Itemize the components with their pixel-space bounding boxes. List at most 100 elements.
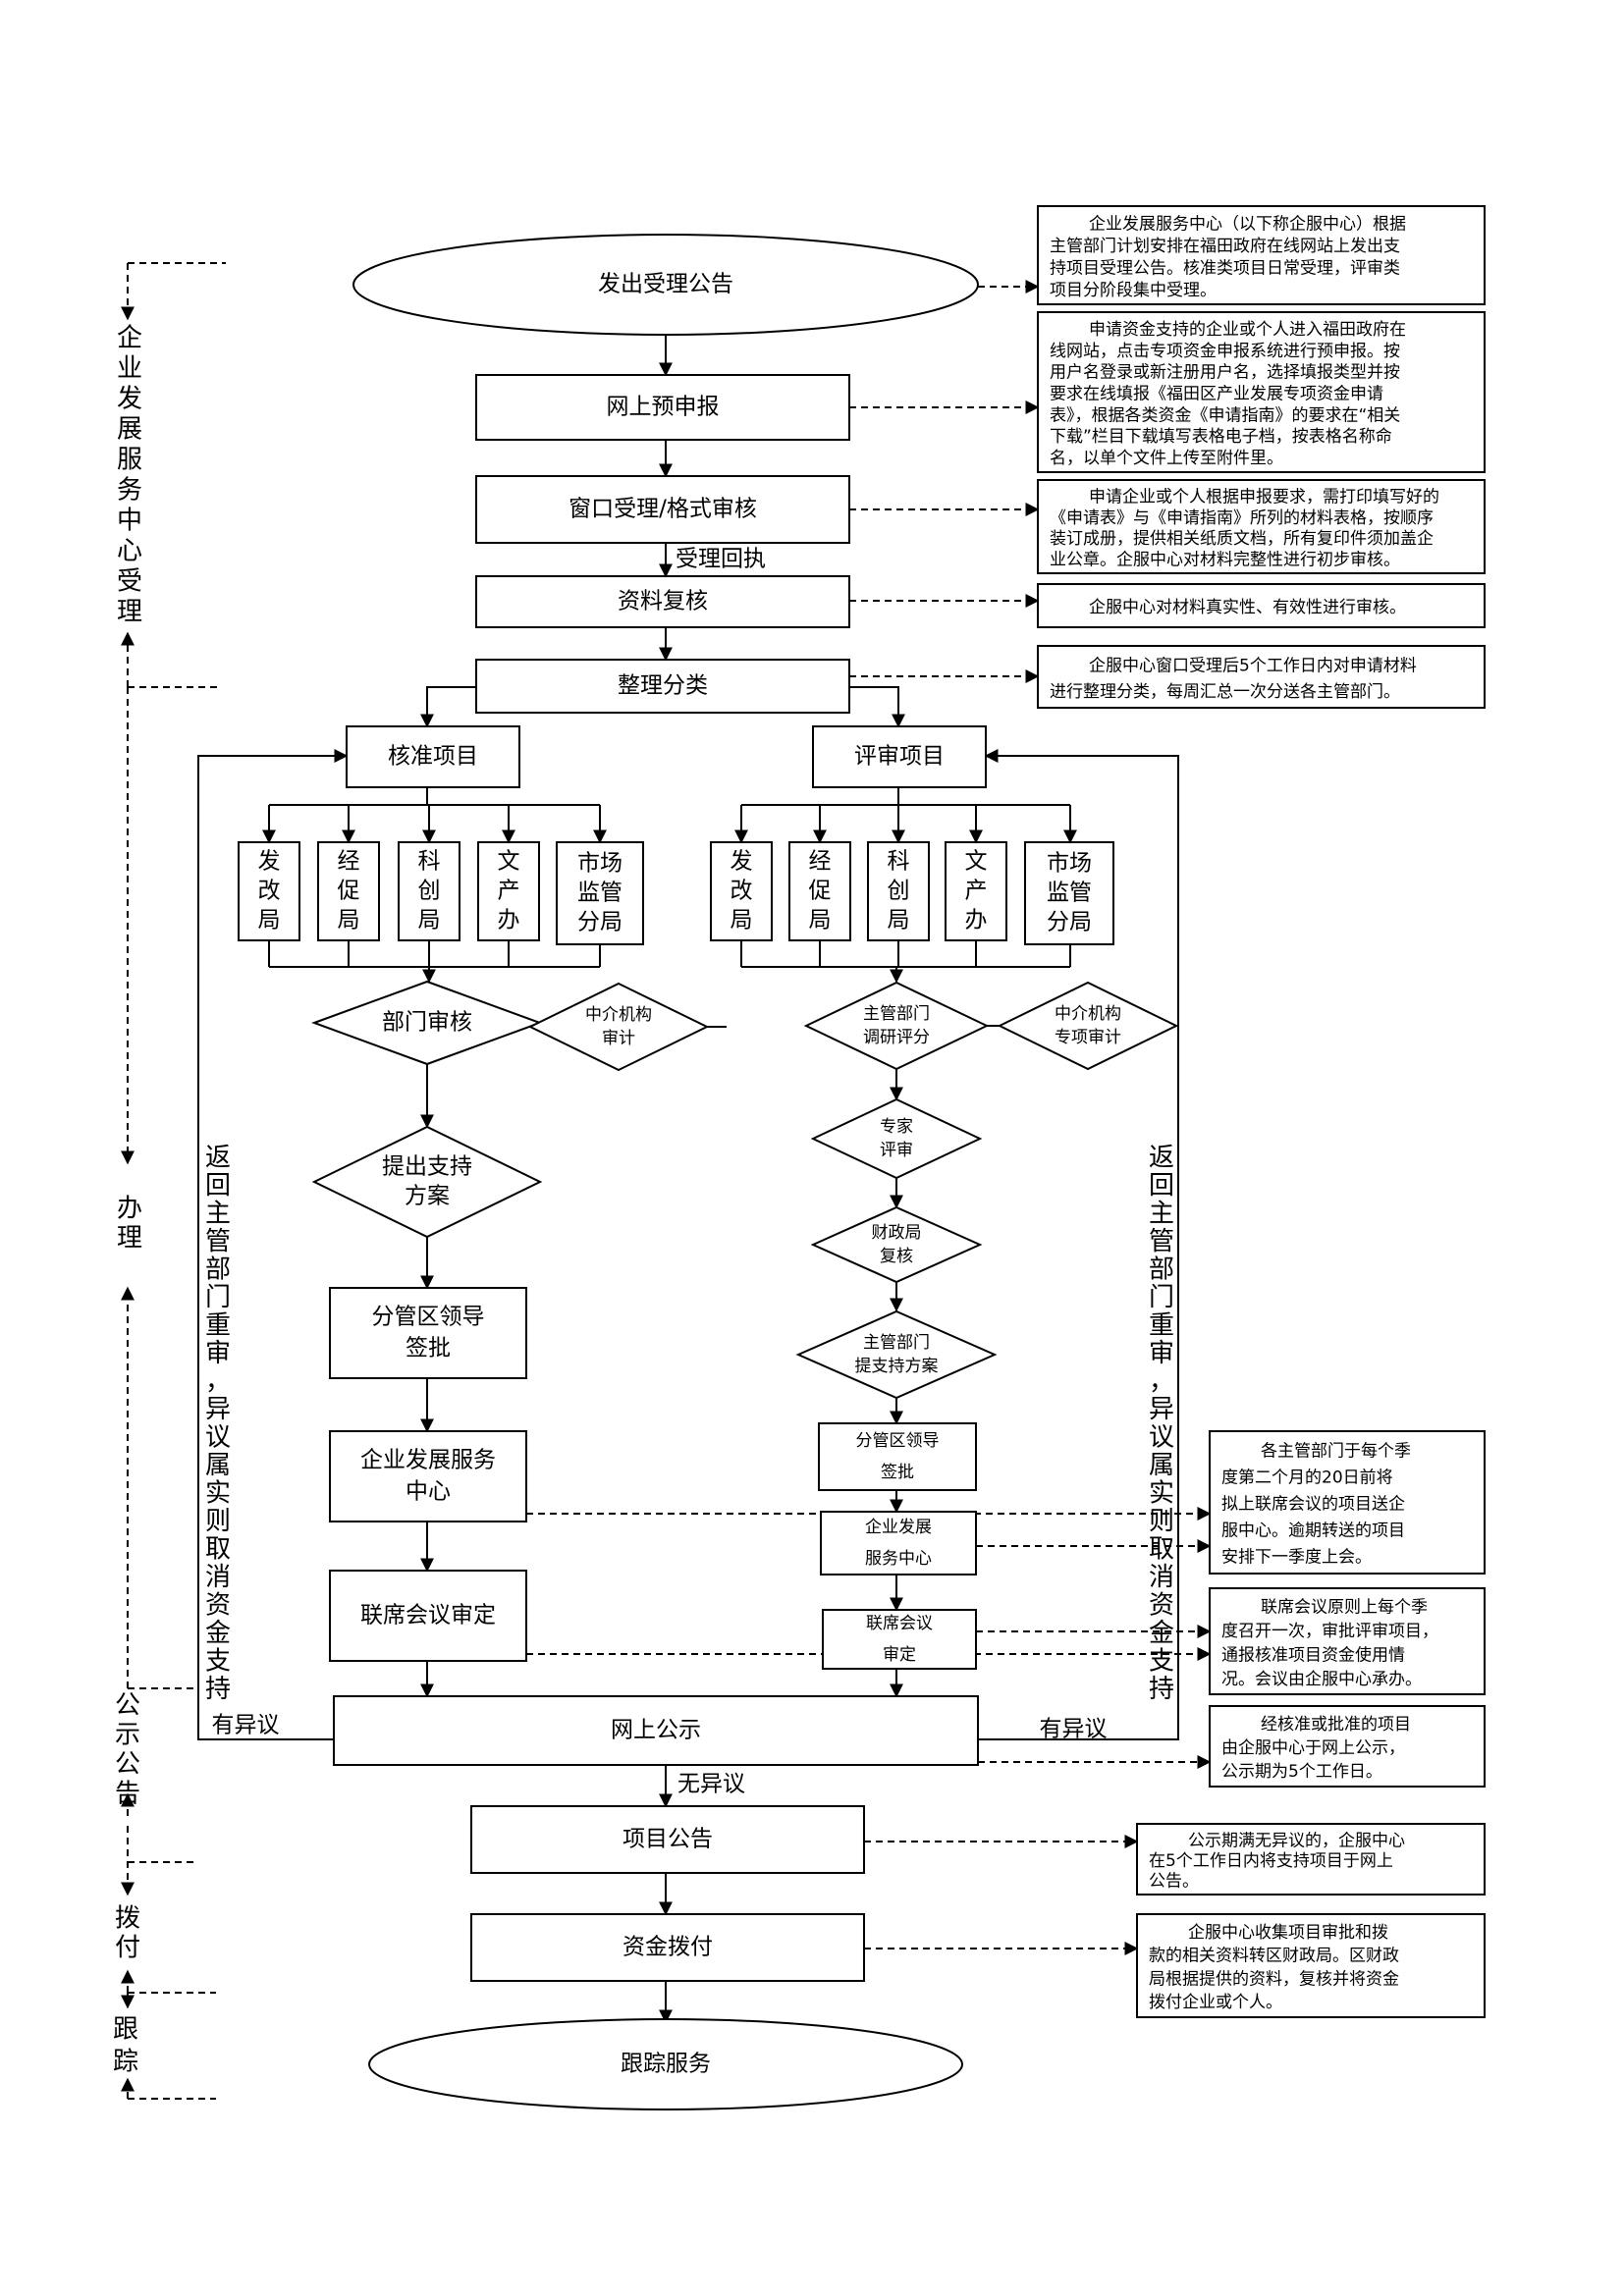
expert-review-diamond-label-line-0: 专家 bbox=[880, 1117, 913, 1137]
phase-accept-char-8: 受 bbox=[117, 567, 142, 597]
prereport-box-label: 网上预申报 bbox=[607, 395, 720, 420]
return-text-left-char-18: 支 bbox=[205, 1647, 231, 1677]
note-box-6 bbox=[1209, 1587, 1486, 1695]
note-box-4-line-1: 进行整理分类，每周汇总一次分送各主管部门。 bbox=[1050, 682, 1400, 702]
return-text-right-char-5: 门 bbox=[1149, 1283, 1174, 1312]
return-text-left-char-14: 取 bbox=[205, 1535, 231, 1565]
propose-plan-diamond-label-line-0: 提出支持 bbox=[382, 1154, 472, 1180]
phase-handle-char-1: 理 bbox=[117, 1224, 142, 1254]
right-dept-kechuang-label-line-1: 创 bbox=[888, 879, 910, 904]
left-dept-kechuang-label-line-0: 科 bbox=[418, 849, 441, 875]
finance-review-diamond-label-line-1: 复核 bbox=[880, 1247, 913, 1266]
right-dept-shichang-label-line-2: 分局 bbox=[1047, 910, 1092, 935]
note-box-6-line-1: 度召开一次，审批评审项目， bbox=[1221, 1622, 1438, 1641]
objection-right-label: 有异议 bbox=[1040, 1717, 1108, 1742]
dept-review-diamond-label: 部门审核 bbox=[382, 1010, 472, 1036]
phase-accept-char-3: 展 bbox=[117, 415, 142, 445]
note-box-1 bbox=[1037, 311, 1486, 473]
return-text-right-char-7: 审 bbox=[1149, 1339, 1174, 1368]
return-text-left-char-5: 门 bbox=[205, 1283, 231, 1312]
note-box-2-line-2: 装订成册，提供相关纸质文档，所有复印件须加盖企 bbox=[1050, 529, 1434, 549]
left-dept-box-jingcu bbox=[317, 841, 380, 941]
note-box-6-line-3: 况。会议由企服中心承办。 bbox=[1221, 1670, 1422, 1689]
note-box-0-line-3: 项目分阶段集中受理。 bbox=[1050, 281, 1217, 300]
return-text-left-char-0: 返 bbox=[205, 1144, 231, 1173]
note-box-9-line-3: 拨付企业或个人。 bbox=[1149, 1993, 1282, 2012]
center-right-box-label-line-0: 企业发展 bbox=[865, 1518, 932, 1537]
return-text-left-char-9: 异 bbox=[205, 1395, 231, 1424]
return-loop-left bbox=[197, 749, 349, 1740]
return-text-right-char-10: 议 bbox=[1149, 1423, 1174, 1453]
return-text-right-char-14: 取 bbox=[1149, 1535, 1174, 1565]
main-dept-eval-diamond bbox=[803, 981, 990, 1071]
main-dept-plan-diamond-label-line-0: 主管部门 bbox=[863, 1333, 930, 1353]
publicity-box bbox=[333, 1695, 979, 1766]
funding-box bbox=[470, 1913, 865, 1982]
note-box-7-line-0: 经核准或批准的项目 bbox=[1261, 1715, 1411, 1735]
note-box-5-line-0: 各主管部门于每个季 bbox=[1261, 1442, 1411, 1462]
prereport-box bbox=[475, 374, 850, 441]
right-dept-box-wenchan bbox=[945, 841, 1007, 941]
right-dept-kechuang-label-line-0: 科 bbox=[888, 849, 910, 875]
left-dept-box-kechuang bbox=[398, 841, 460, 941]
note-box-3 bbox=[1037, 583, 1486, 628]
right-dept-jingcu-label-line-0: 经 bbox=[809, 849, 832, 875]
leader-sign-right-box bbox=[818, 1422, 977, 1491]
joint-meeting-left-box bbox=[329, 1570, 527, 1662]
note-box-8-line-2: 公告。 bbox=[1149, 1872, 1199, 1892]
phase-publicity-char-0: 公 bbox=[115, 1691, 140, 1721]
right-dept-shichang-label-line-0: 市场 bbox=[1047, 851, 1092, 877]
phase-publicity-char-1: 示 bbox=[115, 1721, 140, 1750]
left-dept-fagai-label-line-1: 改 bbox=[258, 879, 281, 904]
finance-review-diamond bbox=[810, 1205, 983, 1284]
left-dept-shichang-label-line-0: 市场 bbox=[577, 851, 623, 877]
note-box-5-line-4: 安排下一季度上会。 bbox=[1221, 1548, 1372, 1568]
return-text-left-char-12: 实 bbox=[205, 1479, 231, 1509]
right-dept-jingcu-label-line-1: 促 bbox=[809, 879, 832, 904]
center-right-box-label-line-1: 服务中心 bbox=[865, 1549, 932, 1569]
start-ellipse-label: 发出受理公告 bbox=[598, 272, 733, 297]
left-dept-jingcu-label-line-0: 经 bbox=[338, 849, 360, 875]
note-box-4-line-0: 企服中心窗口受理后5个工作日内对申请材料 bbox=[1089, 656, 1417, 675]
return-text-right-char-11: 属 bbox=[1149, 1451, 1174, 1480]
phase-accept-char-9: 理 bbox=[117, 598, 142, 627]
note-box-9-line-2: 局根据提供的资料，复核并将资金 bbox=[1149, 1969, 1399, 1989]
return-text-right-char-15: 消 bbox=[1149, 1563, 1174, 1592]
arrow-classify-evaluate bbox=[849, 686, 905, 728]
center-right-box bbox=[820, 1511, 977, 1575]
return-text-left-char-7: 审 bbox=[205, 1339, 231, 1368]
return-text-left-char-13: 则 bbox=[205, 1507, 231, 1536]
right-dept-fagai-label-line-1: 改 bbox=[731, 879, 753, 904]
return-text-left-char-4: 部 bbox=[205, 1255, 231, 1285]
note-box-8-line-1: 在5个工作日内将支持项目于网上 bbox=[1149, 1851, 1393, 1871]
return-text-right-char-2: 主 bbox=[1149, 1200, 1174, 1229]
right-dept-box-jingcu bbox=[788, 841, 851, 941]
note-box-5-line-3: 服中心。逾期转送的项目 bbox=[1221, 1522, 1405, 1541]
return-text-left-char-16: 资 bbox=[205, 1591, 231, 1621]
phase-publicity-char-3: 告 bbox=[115, 1780, 140, 1809]
phase-accept-char-2: 发 bbox=[117, 385, 142, 414]
note-box-2 bbox=[1037, 479, 1486, 574]
right-dept-box-shichang bbox=[1024, 841, 1114, 945]
left-dept-fagai-label-line-2: 局 bbox=[258, 908, 281, 934]
return-text-left-char-10: 议 bbox=[205, 1423, 231, 1453]
note-box-7-line-1: 由企服中心于网上公示， bbox=[1221, 1738, 1405, 1758]
approve-project-box bbox=[346, 725, 520, 788]
note-box-6-line-0: 联席会议原则上每个季 bbox=[1261, 1597, 1428, 1617]
joint-meeting-left-box-label: 联席会议审定 bbox=[360, 1603, 496, 1629]
right-dept-kechuang-label-line-2: 局 bbox=[888, 908, 910, 934]
propose-plan-diamond-label-line-1: 方案 bbox=[405, 1184, 450, 1209]
note-box-3-line-0: 企服中心对材料真实性、有效性进行审核。 bbox=[1089, 598, 1406, 617]
objection-left-label: 有异议 bbox=[212, 1713, 280, 1738]
note-box-8 bbox=[1136, 1823, 1486, 1896]
left-dept-wenchan-label-line-2: 办 bbox=[498, 908, 520, 934]
expert-review-diamond-label-line-1: 评审 bbox=[880, 1141, 913, 1160]
approve-project-box-label: 核准项目 bbox=[388, 744, 478, 770]
classify-box-label: 整理分类 bbox=[618, 673, 708, 699]
return-text-right-char-17: 金 bbox=[1149, 1619, 1174, 1648]
left-dept-fagai-label-line-0: 发 bbox=[258, 849, 281, 875]
leader-sign-right-box-label-line-1: 签批 bbox=[881, 1463, 914, 1482]
right-dept-box-kechuang bbox=[867, 841, 930, 941]
left-dept-shichang-label-line-2: 分局 bbox=[577, 910, 623, 935]
